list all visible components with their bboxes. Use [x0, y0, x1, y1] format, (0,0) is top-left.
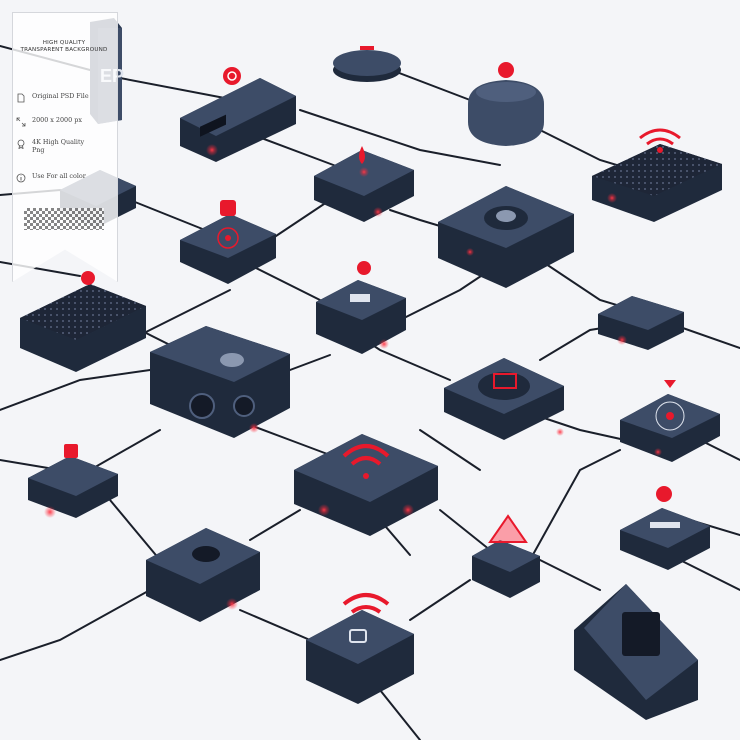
badge-ribbon	[12, 12, 118, 282]
device-target-hub	[180, 200, 276, 284]
device-small-cube	[316, 261, 406, 354]
device-small-hub-right	[598, 296, 684, 350]
device-small-box-left	[28, 444, 118, 518]
star-badge-icon	[17, 139, 25, 149]
info-icon	[16, 173, 26, 183]
device-wifi-hub-lower-right	[620, 486, 710, 570]
badge-title: HIGH QUALITY	[42, 40, 86, 46]
badge-item-text: 4K High Quality Png	[32, 138, 85, 154]
device-small-router	[333, 46, 401, 82]
device-central-gateway	[438, 186, 574, 288]
device-speaker-grid	[592, 128, 722, 222]
device-alert-sensor	[472, 514, 540, 598]
badge-item-text: Use For all color	[32, 172, 86, 180]
device-box-lower-right	[574, 584, 698, 720]
transparency-checker-pattern	[24, 208, 104, 230]
device-speaker-mesh-left	[20, 271, 146, 372]
badge-item-text: 2000 x 2000 px	[32, 116, 82, 124]
stock-photo-badge: HIGH QUALITY TRANSPARENT BACKGROUND Orig…	[12, 12, 118, 282]
device-router-bottom	[306, 593, 414, 704]
device-smart-speaker	[468, 62, 544, 146]
badge-item-text: Original PSD File	[32, 92, 89, 100]
badge-subtitle: TRANSPARENT BACKGROUND	[20, 47, 108, 53]
device-target-hub-right	[620, 380, 720, 462]
badge-item-use: Use For all color	[16, 172, 112, 192]
badge-item-png: 4K High Quality Png	[16, 138, 112, 158]
device-wifi-router-center	[294, 434, 438, 536]
resize-icon	[16, 117, 26, 127]
device-camera-hub	[146, 528, 260, 622]
device-security-camera	[150, 326, 290, 438]
badge-item-psd: Original PSD File	[16, 92, 112, 112]
device-center-hub	[314, 146, 414, 222]
document-icon	[17, 93, 25, 103]
device-display-hub	[444, 358, 564, 440]
device-port-hub	[180, 67, 296, 162]
badge-item-size: 2000 x 2000 px	[16, 116, 112, 136]
